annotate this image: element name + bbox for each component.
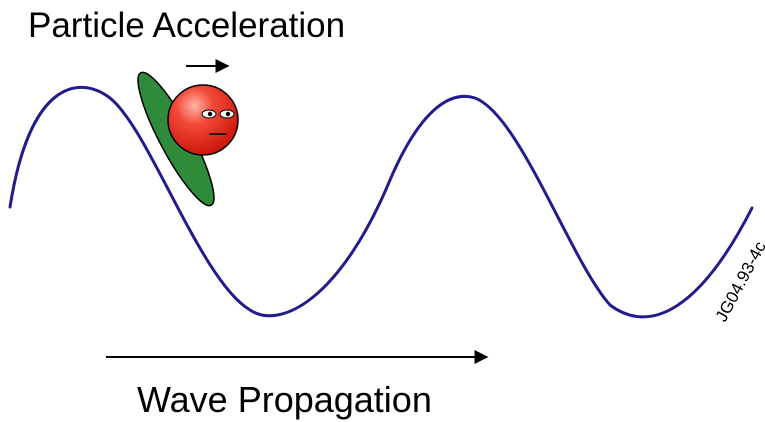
particle-ball [168,85,238,155]
left-pupil [208,112,212,116]
wave-curve [10,87,752,317]
particle-body [168,85,238,155]
wave-propagation-label: Wave Propagation [137,379,432,420]
figure-id: JG04.93-4c [712,238,765,325]
right-pupil [226,112,230,116]
diagram-title: Particle Acceleration [28,6,345,45]
